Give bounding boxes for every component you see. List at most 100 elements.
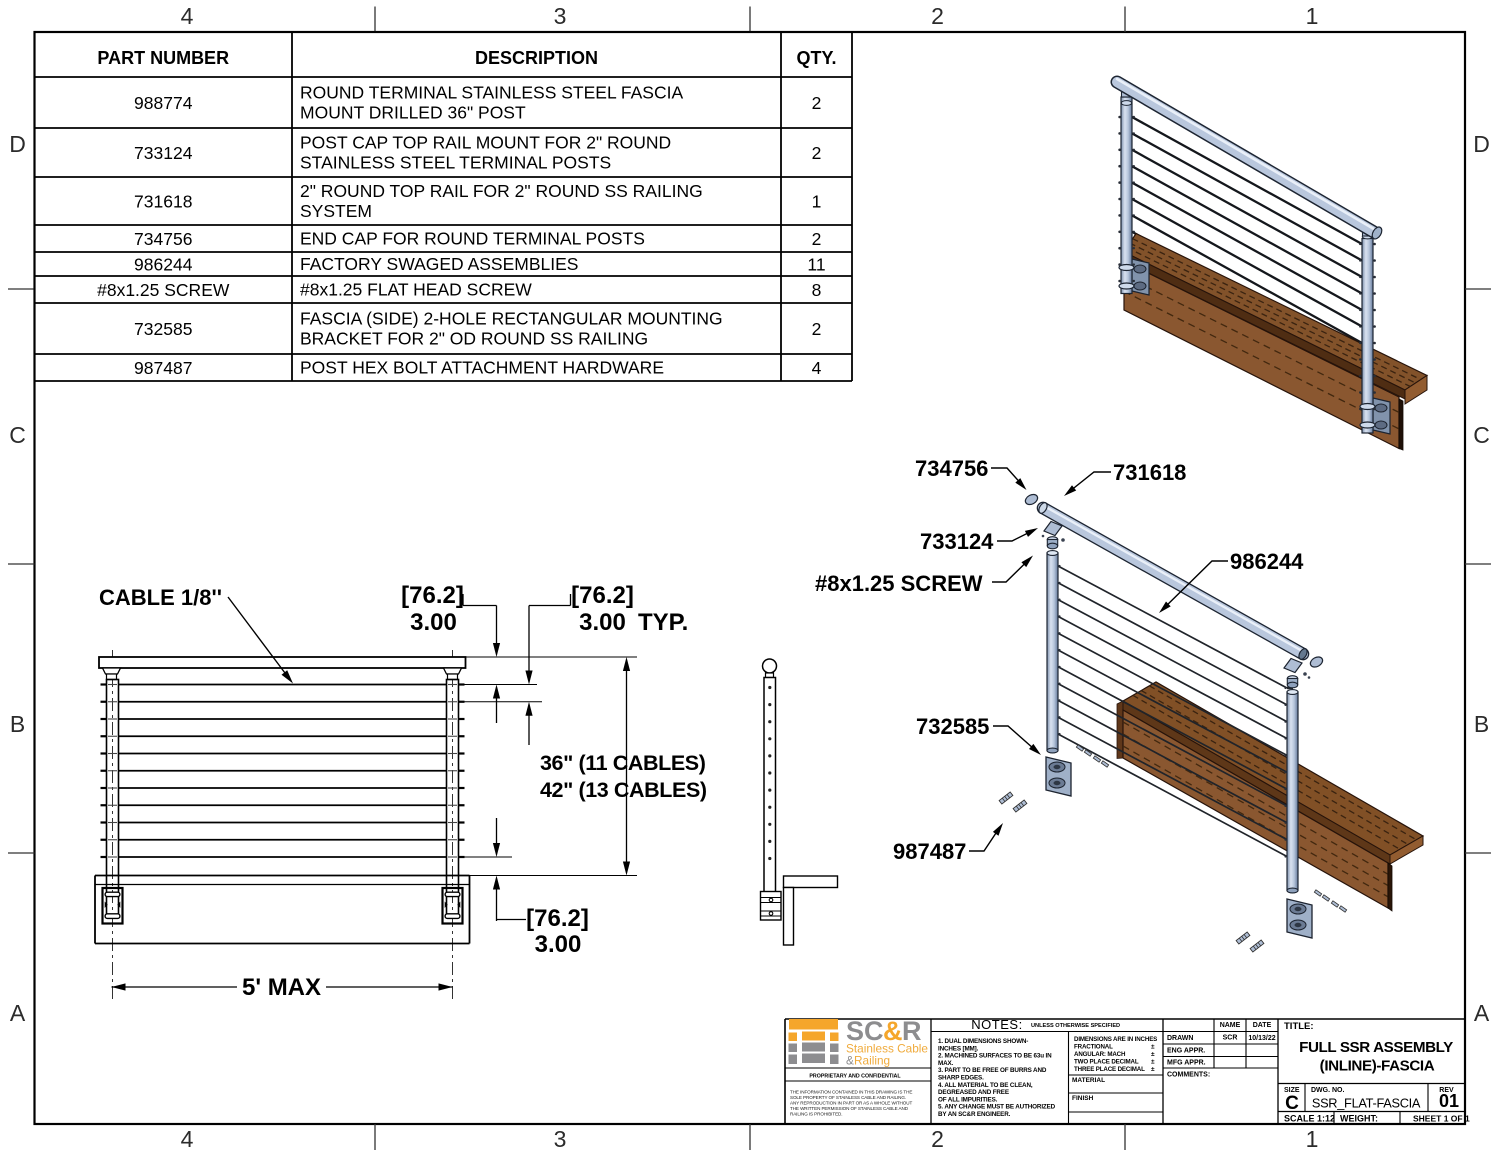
svg-text:C: C <box>1285 1093 1299 1114</box>
svg-text:POST HEX BOLT ATTACHMENT HARDW: POST HEX BOLT ATTACHMENT HARDWARE <box>300 358 664 378</box>
svg-text:B: B <box>1474 711 1489 737</box>
svg-text:01: 01 <box>1439 1091 1459 1111</box>
svg-text:&: & <box>883 1016 903 1046</box>
svg-text:4: 4 <box>181 1126 194 1152</box>
svg-text:FULL SSR ASSEMBLY: FULL SSR ASSEMBLY <box>1299 1039 1453 1056</box>
svg-text:1: 1 <box>1306 3 1319 29</box>
svg-text:987487: 987487 <box>893 839 966 864</box>
svg-text:END CAP FOR ROUND TERMINAL POS: END CAP FOR ROUND TERMINAL POSTS <box>300 229 645 249</box>
svg-text:NAME: NAME <box>1220 1022 1241 1029</box>
svg-text:TYP.: TYP. <box>638 609 688 636</box>
svg-text:THE WRITTEN PERMISSION OF STAI: THE WRITTEN PERMISSION OF STAINLESS CABL… <box>790 1106 909 1111</box>
svg-text:INCHES [MM].: INCHES [MM]. <box>938 1045 979 1052</box>
svg-text:3: 3 <box>554 1126 567 1152</box>
svg-text:988774: 988774 <box>134 93 193 113</box>
svg-text:2: 2 <box>931 3 944 29</box>
svg-text:D: D <box>1473 131 1490 157</box>
svg-text:COMMENTS:: COMMENTS: <box>1167 1072 1210 1079</box>
svg-text:731618: 731618 <box>134 192 192 212</box>
svg-text:R: R <box>902 1016 922 1046</box>
svg-text:SOLE PROPERTY OF STAINLESS CAB: SOLE PROPERTY OF STAINLESS CABLE AND RAI… <box>790 1095 906 1100</box>
svg-text:NOTES:: NOTES: <box>971 1017 1022 1032</box>
svg-text:ENG APPR.: ENG APPR. <box>1167 1048 1205 1055</box>
svg-text:B: B <box>10 711 25 737</box>
svg-text:±: ± <box>1151 1066 1155 1073</box>
svg-text:1: 1 <box>812 192 822 212</box>
svg-text:#8x1.25 SCREW: #8x1.25 SCREW <box>815 571 983 596</box>
svg-text:FINISH: FINISH <box>1072 1095 1094 1102</box>
svg-text:MATERIAL: MATERIAL <box>1072 1077 1105 1084</box>
svg-text:Stainless Cable: Stainless Cable <box>846 1042 928 1056</box>
svg-text:THE INFORMATION CONTAINED IN T: THE INFORMATION CONTAINED IN THIS DRAWIN… <box>790 1090 912 1095</box>
svg-text:D: D <box>9 131 26 157</box>
svg-text:734756: 734756 <box>915 456 988 481</box>
svg-text:SHEET 1 OF 1: SHEET 1 OF 1 <box>1413 1114 1470 1124</box>
svg-text:BRACKET FOR 2" OD ROUND SS RAI: BRACKET FOR 2" OD ROUND SS RAILING <box>300 329 648 349</box>
svg-text:3. PART TO BE FREE OF BURRS AN: 3. PART TO BE FREE OF BURRS AND <box>938 1067 1047 1074</box>
svg-text:2" ROUND TOP RAIL FOR 2" ROUND: 2" ROUND TOP RAIL FOR 2" ROUND SS RAILIN… <box>300 181 703 201</box>
svg-text:DESCRIPTION: DESCRIPTION <box>475 48 598 68</box>
svg-text:DEGREASED AND FREE: DEGREASED AND FREE <box>938 1089 1009 1096</box>
svg-text:THREE PLACE DECIMAL: THREE PLACE DECIMAL <box>1074 1066 1145 1073</box>
svg-text:BY AN SC&R ENGINEER.: BY AN SC&R ENGINEER. <box>938 1111 1011 1118</box>
svg-text:SCR: SCR <box>1223 1035 1238 1042</box>
svg-text:2: 2 <box>812 143 822 163</box>
svg-text:986244: 986244 <box>134 255 193 275</box>
svg-text:WEIGHT:: WEIGHT: <box>1340 1114 1378 1124</box>
svg-text:36" (11 CABLES): 36" (11 CABLES) <box>540 751 706 775</box>
svg-text:733124: 733124 <box>920 529 994 554</box>
svg-text:FASCIA (SIDE) 2-HOLE RECTANGUL: FASCIA (SIDE) 2-HOLE RECTANGULAR MOUNTIN… <box>300 309 723 329</box>
svg-text:MOUNT DRILLED 36" POST: MOUNT DRILLED 36" POST <box>300 103 526 123</box>
svg-text:#8x1.25 FLAT HEAD SCREW: #8x1.25 FLAT HEAD SCREW <box>300 280 532 300</box>
svg-text:RAILING IS PROHIBITED.: RAILING IS PROHIBITED. <box>790 1112 842 1117</box>
svg-text:734756: 734756 <box>134 229 192 249</box>
svg-text:SYSTEM: SYSTEM <box>300 201 372 221</box>
svg-text:A: A <box>10 1000 26 1026</box>
svg-text:[76.2]: [76.2] <box>571 582 634 609</box>
svg-text:2: 2 <box>812 319 822 339</box>
svg-text:±: ± <box>1151 1051 1155 1058</box>
svg-text:731618: 731618 <box>1113 460 1186 485</box>
svg-text:PROPRIETARY AND CONFIDENTIAL: PROPRIETARY AND CONFIDENTIAL <box>809 1074 901 1080</box>
svg-text:DRAWN: DRAWN <box>1167 1035 1193 1042</box>
svg-text:5. ANY CHANGE MUST BE AUTHORIZ: 5. ANY CHANGE MUST BE AUTHORIZED <box>938 1104 1056 1111</box>
svg-text:3.00: 3.00 <box>410 609 457 636</box>
svg-text:±: ± <box>1151 1044 1155 1051</box>
svg-text:OF ALL IMPURITIES.: OF ALL IMPURITIES. <box>938 1096 998 1103</box>
svg-text:Railing: Railing <box>854 1054 890 1068</box>
svg-text:UNLESS OTHERWISE SPECIFIED: UNLESS OTHERWISE SPECIFIED <box>1031 1023 1120 1029</box>
svg-text:3.00: 3.00 <box>579 609 626 636</box>
svg-text:C: C <box>9 422 26 448</box>
svg-text:1: 1 <box>1306 1126 1319 1152</box>
svg-text:10/13/22: 10/13/22 <box>1248 1035 1275 1042</box>
svg-text:SIZE: SIZE <box>1284 1087 1300 1094</box>
svg-text:732585: 732585 <box>134 319 192 339</box>
svg-text:[76.2]: [76.2] <box>526 905 589 932</box>
svg-text:POST CAP TOP RAIL MOUNT FOR 2": POST CAP TOP RAIL MOUNT FOR 2" ROUND <box>300 133 671 153</box>
svg-text:2. MACHINED SURFACES TO BE 63u: 2. MACHINED SURFACES TO BE 63u IN <box>938 1053 1052 1060</box>
svg-text:C: C <box>1473 422 1490 448</box>
svg-text:DWG. NO.: DWG. NO. <box>1311 1087 1344 1094</box>
svg-text:2: 2 <box>812 229 822 249</box>
svg-text:5' MAX: 5' MAX <box>242 974 321 1001</box>
svg-text:SC: SC <box>846 1016 884 1046</box>
svg-text:ANGULAR: MACH: ANGULAR: MACH <box>1074 1051 1126 1058</box>
svg-text:CABLE 1/8'': CABLE 1/8'' <box>99 585 222 610</box>
svg-text:11: 11 <box>807 255 825 275</box>
svg-text:3.00: 3.00 <box>535 931 582 958</box>
svg-text:1. DUAL DIMENSIONS SHOWN-: 1. DUAL DIMENSIONS SHOWN- <box>938 1038 1028 1045</box>
svg-text:987487: 987487 <box>134 358 192 378</box>
svg-text:MFG APPR.: MFG APPR. <box>1167 1060 1206 1067</box>
svg-text:SHARP EDGES.: SHARP EDGES. <box>938 1075 984 1082</box>
svg-text:FRACTIONAL: FRACTIONAL <box>1074 1044 1113 1051</box>
svg-text:QTY.: QTY. <box>796 48 836 68</box>
svg-text:[76.2]: [76.2] <box>401 582 464 609</box>
svg-text:STAINLESS STEEL TERMINAL POSTS: STAINLESS STEEL TERMINAL POSTS <box>300 153 611 173</box>
svg-text:ROUND TERMINAL STAINLESS STEEL: ROUND TERMINAL STAINLESS STEEL FASCIA <box>300 83 683 103</box>
svg-text:DIMENSIONS ARE IN INCHES: DIMENSIONS ARE IN INCHES <box>1074 1036 1157 1043</box>
svg-text:4: 4 <box>812 358 822 378</box>
svg-text:A: A <box>1474 1000 1490 1026</box>
svg-text:DATE: DATE <box>1253 1022 1272 1029</box>
svg-text:±: ± <box>1151 1059 1155 1066</box>
svg-text:986244: 986244 <box>1230 549 1304 574</box>
